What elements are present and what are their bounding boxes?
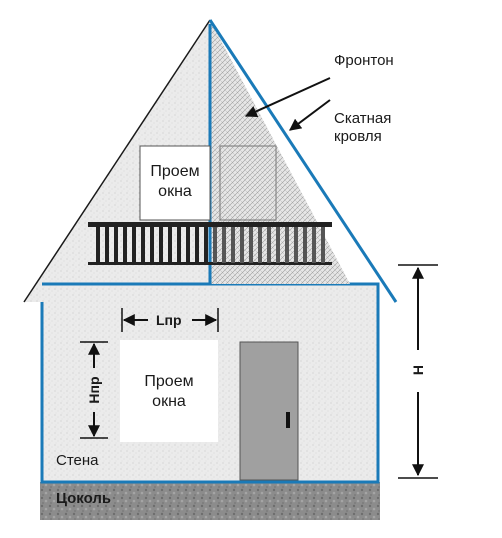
wall-label: Стена [56, 452, 99, 469]
baluster [195, 227, 199, 263]
baluster [105, 227, 109, 263]
gable-callout-arrow [244, 77, 331, 118]
roof-callout-arrow [289, 99, 331, 131]
roof-label-line1: Скатная [334, 110, 392, 127]
dimension-window-height [80, 341, 108, 439]
upper-window-line2: окна [158, 183, 192, 200]
upper-window-ghost [219, 145, 277, 221]
lower-window [120, 340, 218, 442]
baluster [141, 227, 145, 263]
lower-window-label: Проем окна [120, 372, 218, 412]
upper-window [139, 145, 211, 221]
baluster [96, 227, 100, 263]
baluster [114, 227, 118, 263]
lower-window-line1: Проем [144, 373, 194, 390]
roof-label-line2: кровля [334, 128, 382, 145]
baluster [267, 227, 271, 263]
gable-label: Фронтон [334, 52, 394, 69]
baluster [249, 227, 253, 263]
baluster [177, 227, 181, 263]
door-handle [286, 412, 290, 428]
roof-slope-left [23, 19, 211, 303]
upper-window-line1: Проем [150, 163, 200, 180]
baluster [321, 227, 325, 263]
baluster [186, 227, 190, 263]
baluster [285, 227, 289, 263]
baluster [294, 227, 298, 263]
dimension-width [121, 308, 219, 332]
width-label: Lпр [156, 312, 182, 328]
gable-right-hatched [210, 20, 350, 284]
wall-height-label: H [410, 364, 426, 376]
baluster [231, 227, 235, 263]
dimension-wall-height [398, 264, 438, 479]
lower-window-line2: окна [152, 393, 186, 410]
upper-window-label: Проем окна [140, 162, 210, 202]
baluster [222, 227, 226, 263]
roof-slope-right [208, 19, 398, 303]
baluster [240, 227, 244, 263]
baluster [276, 227, 280, 263]
baluster [204, 227, 208, 263]
balcony-railing [88, 222, 332, 265]
baluster [303, 227, 307, 263]
baluster [132, 227, 136, 263]
window-height-label: Hпр [86, 376, 102, 404]
baluster [312, 227, 316, 263]
baluster [213, 227, 217, 263]
door [239, 341, 299, 481]
baluster [150, 227, 154, 263]
baluster [159, 227, 163, 263]
baluster [258, 227, 262, 263]
plinth-band [40, 482, 380, 520]
baluster [168, 227, 172, 263]
baluster [123, 227, 127, 263]
plinth-label: Цоколь [56, 490, 112, 507]
